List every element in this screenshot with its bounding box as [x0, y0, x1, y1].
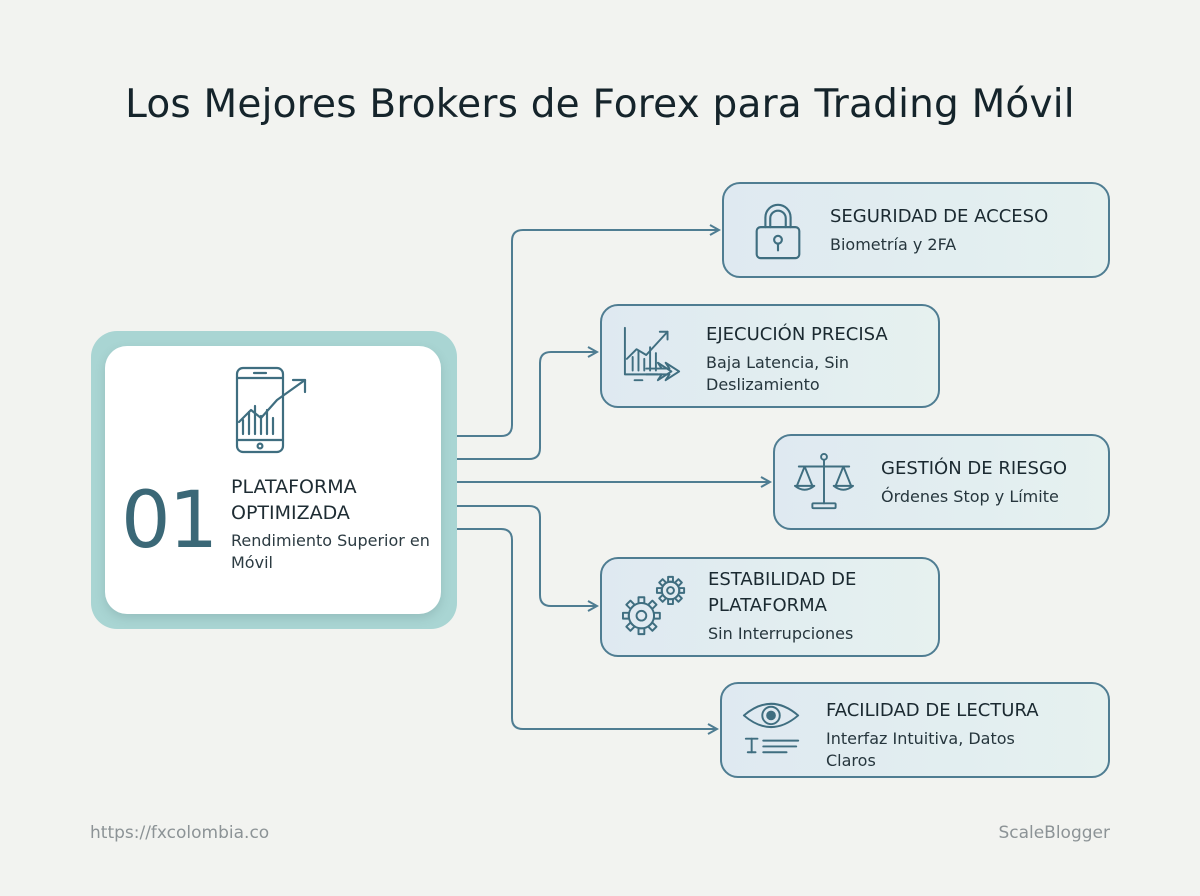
step-number: 01 [121, 476, 218, 566]
eye-text-icon [742, 702, 800, 754]
feature-title: FACILIDAD DE LECTURA [826, 700, 1039, 721]
feature-card-security: SEGURIDAD DE ACCESO Biometría y 2FA [722, 182, 1110, 278]
feature-card-risk: GESTIÓN DE RIESGO Órdenes Stop y Límite [773, 434, 1110, 530]
chart-arrows-icon [623, 326, 681, 382]
footer-source-url: https://fxcolombia.co [90, 823, 270, 843]
feature-card-readability: FACILIDAD DE LECTURA Interfaz Intuitiva,… [720, 682, 1110, 778]
feature-title: SEGURIDAD DE ACCESO [830, 206, 1049, 227]
scales-icon [793, 452, 855, 510]
center-subtitle: Rendimiento Superior en Móvil [231, 531, 430, 572]
center-title: PLATAFORMA OPTIMIZADA [231, 476, 357, 524]
feature-subtitle: Órdenes Stop y Límite [881, 487, 1059, 506]
connector-stability [457, 505, 597, 606]
feature-subtitle: Biometría y 2FA [830, 235, 957, 254]
feature-title: EJECUCIÓN PRECISA [706, 324, 888, 345]
padlock-icon [755, 203, 801, 260]
center-card [105, 346, 441, 614]
page-title: Los Mejores Brokers de Forex para Tradin… [125, 82, 1075, 127]
footer-brand: ScaleBlogger [998, 823, 1110, 843]
smartphone-chart-icon [235, 366, 307, 454]
gears-icon [622, 575, 686, 636]
feature-card-stability: ESTABILIDAD DE PLATAFORMA Sin Interrupci… [600, 557, 940, 657]
feature-subtitle: Interfaz Intuitiva, Datos Claros [826, 729, 1015, 770]
feature-card-execution: EJECUCIÓN PRECISA Baja Latencia, Sin Des… [600, 304, 940, 408]
feature-title-text: ESTABILIDAD DE PLATAFORMA [708, 569, 857, 616]
feature-subtitle: Sin Interrupciones [708, 624, 854, 643]
feature-title: GESTIÓN DE RIESGO [881, 458, 1068, 479]
connector-execution [457, 352, 597, 460]
feature-title: ESTABILIDAD DE PLATAFORMA [708, 567, 918, 619]
feature-subtitle: Baja Latencia, Sin Deslizamiento [706, 353, 850, 394]
